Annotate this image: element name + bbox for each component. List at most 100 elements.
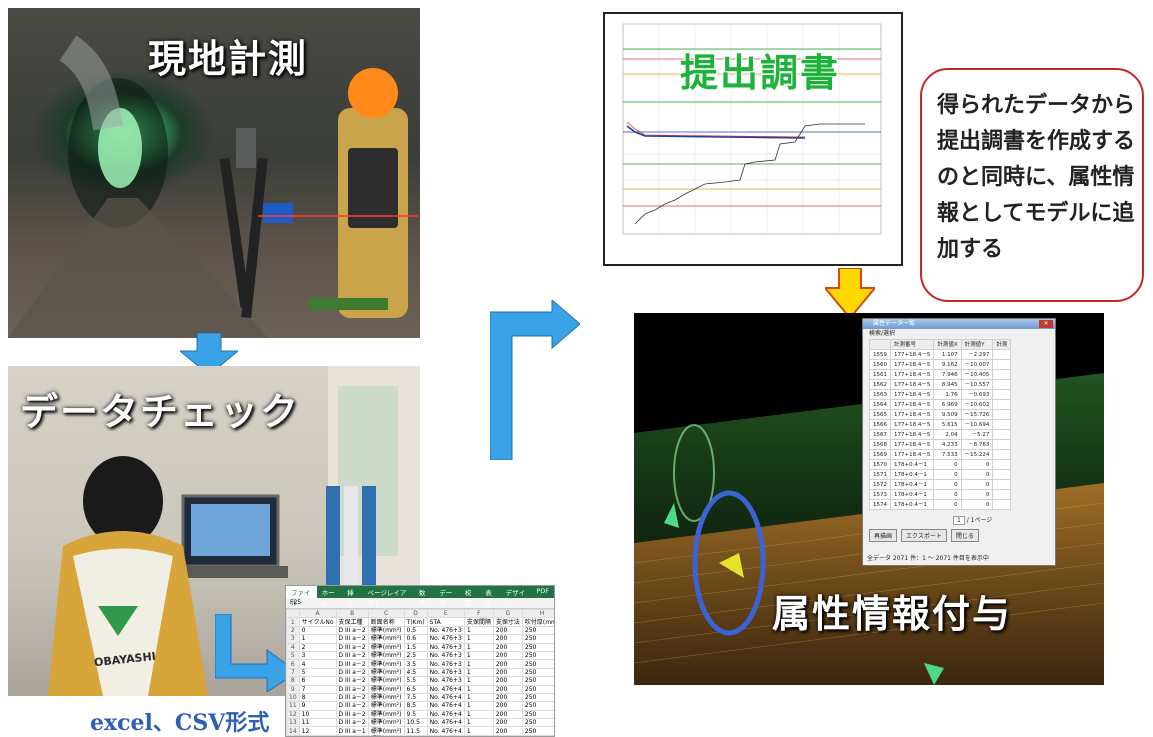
table-cell[interactable]: 標準(mm²) — [367, 726, 405, 736]
table-cell[interactable]: D III a－2 — [335, 667, 369, 678]
table-cell[interactable]: 250 — [521, 734, 554, 736]
table-cell[interactable]: 1 — [463, 718, 494, 728]
table-cell[interactable]: 4 — [298, 659, 337, 669]
table-cell[interactable]: D III a－2 — [335, 642, 369, 652]
table-cell[interactable]: 200 — [492, 650, 523, 661]
table-cell[interactable]: T(Km) — [403, 617, 428, 627]
table-cell[interactable]: 断面名称 — [367, 617, 405, 627]
table-cell[interactable]: 250 — [521, 709, 554, 720]
table-cell[interactable]: 4.5 — [403, 667, 428, 678]
table-cell[interactable]: 1 — [463, 667, 494, 678]
table-cell[interactable]: 200 — [492, 701, 523, 711]
table-cell[interactable]: 2.5 — [403, 650, 428, 661]
table-cell[interactable]: No. 476+4 — [426, 718, 465, 728]
table-cell[interactable]: D III a－1 — [335, 734, 369, 736]
dialog-column-header[interactable] — [869, 339, 891, 350]
dialog-column-header[interactable]: 計測 — [992, 339, 1012, 350]
export-button[interactable]: エクスポート — [901, 529, 947, 542]
table-cell[interactable]: 250 — [521, 667, 554, 678]
dialog-page-input[interactable]: 1 — [953, 516, 965, 525]
table-cell[interactable]: D III a－1 — [335, 726, 369, 736]
table-cell[interactable]: 250 — [521, 625, 554, 636]
table-cell[interactable]: 1 — [463, 684, 494, 694]
table-cell[interactable]: 標準(mm²) — [367, 634, 405, 644]
table-cell[interactable]: 250 — [521, 642, 554, 652]
excel-tab[interactable]: ページレイアウト — [367, 589, 407, 607]
table-cell[interactable]: No. 476+4 — [426, 701, 465, 711]
dialog-column-header[interactable]: 計測値Y — [960, 339, 994, 350]
excel-tab[interactable]: 挿入 — [347, 589, 354, 607]
table-cell[interactable]: No. 476+3 — [426, 667, 465, 678]
excel-tab[interactable]: 数式 — [418, 589, 426, 607]
table-cell[interactable]: 200 — [492, 718, 523, 728]
table-cell[interactable]: 11 — [298, 718, 337, 728]
table-cell[interactable]: 5.5 — [403, 676, 428, 686]
table-cell[interactable]: 7 — [298, 684, 337, 694]
table-cell[interactable]: 1 — [463, 726, 494, 736]
table-cell[interactable]: 250 — [521, 726, 554, 736]
table-cell[interactable]: 1.5 — [403, 642, 428, 652]
table-cell[interactable]: 200 — [492, 726, 523, 736]
excel-tab[interactable]: ファイル — [286, 586, 317, 607]
table-cell[interactable]: 標準(mm²) — [367, 667, 405, 678]
table-cell[interactable]: 標準(mm²) — [367, 625, 405, 636]
excel-tab[interactable]: デザイン — [505, 589, 526, 607]
table-cell[interactable]: 支保間隔 — [463, 617, 494, 627]
table-cell[interactable]: 標準(mm²) — [367, 642, 405, 652]
table-cell[interactable]: STA — [426, 617, 465, 627]
table-cell[interactable]: 標準(mm²) — [367, 684, 405, 694]
table-cell[interactable]: No. 476+3 — [426, 676, 465, 686]
dialog-column-header[interactable]: 計測番号 — [889, 339, 935, 350]
table-cell[interactable]: 1 — [463, 709, 494, 720]
table-cell[interactable]: 250 — [521, 684, 554, 694]
table-cell[interactable]: D III a－2 — [335, 718, 369, 728]
table-cell[interactable]: No. 476+4 — [426, 709, 465, 720]
table-cell[interactable]: 1 — [463, 634, 494, 644]
table-cell[interactable]: 7.5 — [403, 692, 428, 703]
table-cell[interactable]: 200 — [492, 684, 523, 694]
table-cell[interactable]: 支保寸法 — [492, 617, 523, 627]
table-cell[interactable]: No. 476+4 — [426, 692, 465, 703]
table-cell[interactable]: 200 — [492, 667, 523, 678]
table-cell[interactable]: 200 — [492, 625, 523, 636]
close-icon[interactable]: ✕ — [1039, 320, 1053, 328]
table-cell[interactable]: 8 — [298, 692, 337, 703]
table-cell[interactable]: 9 — [298, 701, 337, 711]
table-cell[interactable]: D III a－2 — [335, 701, 369, 711]
dialog-column-header[interactable]: 計測値X — [933, 339, 962, 350]
table-cell[interactable]: 200 — [492, 642, 523, 652]
close-button[interactable]: 閉じる — [950, 529, 979, 542]
table-cell[interactable]: No. 476+3 — [426, 650, 465, 661]
table-cell[interactable]: No. 476+4 — [426, 734, 465, 736]
table-cell[interactable]: No. 476+3 — [426, 634, 465, 644]
table-cell[interactable]: No. 476+4 — [426, 684, 465, 694]
table-cell[interactable]: 標準(mm²) — [367, 650, 405, 661]
table-cell[interactable]: 200 — [492, 659, 523, 669]
table-cell[interactable]: 200 — [492, 709, 523, 720]
table-cell[interactable]: 12 — [298, 726, 337, 736]
table-cell[interactable]: 1 — [463, 659, 494, 669]
table-cell[interactable]: 1 — [463, 692, 494, 703]
dialog-tab-search[interactable]: 検索/選択 — [869, 330, 896, 337]
table-cell[interactable]: D III a－2 — [335, 709, 369, 720]
excel-tab[interactable]: 校閲 — [464, 589, 472, 607]
table-cell[interactable]: 250 — [521, 692, 554, 703]
table-cell[interactable]: 0.5 — [403, 625, 428, 636]
table-cell[interactable]: D III a－2 — [335, 676, 369, 686]
excel-tab[interactable]: 表示 — [485, 589, 492, 607]
table-cell[interactable]: D III a－2 — [335, 625, 369, 636]
